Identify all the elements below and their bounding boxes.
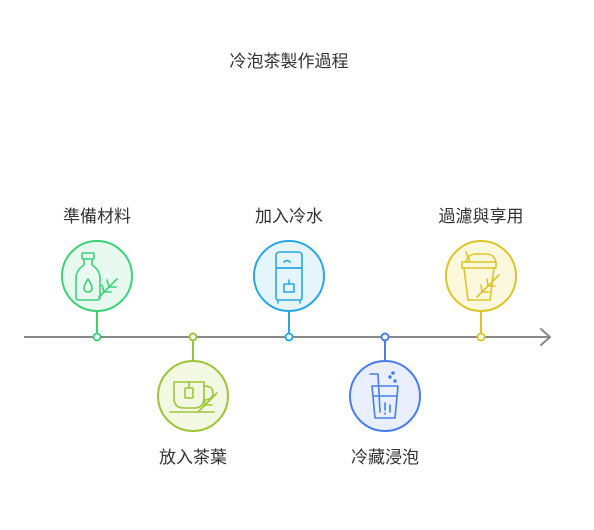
step-dot: [188, 332, 198, 342]
step-dot: [92, 332, 102, 342]
step-refrigerate-steep: 冷藏浸泡: [349, 332, 421, 468]
step-dot: [476, 332, 486, 342]
step-prepare-materials: 準備材料: [61, 207, 133, 342]
arrow-right-icon: [540, 328, 551, 346]
step-label: 過濾與享用: [439, 207, 524, 227]
teacup-with-teabag-icon: [169, 381, 218, 413]
cup-with-herb-icon: [461, 251, 500, 301]
step-badge: [445, 240, 517, 312]
glass-with-straw-icon: [369, 371, 399, 419]
step-dot: [380, 332, 390, 342]
diagram-title: 冷泡茶製作過程: [230, 52, 349, 72]
bottle-with-herb-icon: [75, 252, 118, 301]
step-badge: [61, 240, 133, 312]
step-label: 放入茶葉: [159, 448, 227, 468]
step-add-tea-leaves: 放入茶葉: [157, 332, 229, 468]
step-dot: [284, 332, 294, 342]
step-add-cold-water: 加入冷水: [253, 207, 325, 342]
step-label: 準備材料: [63, 207, 131, 227]
water-dispenser-icon: [275, 251, 303, 304]
step-label: 冷藏浸泡: [351, 448, 419, 468]
step-filter-enjoy: 過濾與享用: [439, 207, 524, 342]
step-badge: [253, 240, 325, 312]
step-label: 加入冷水: [255, 207, 323, 227]
